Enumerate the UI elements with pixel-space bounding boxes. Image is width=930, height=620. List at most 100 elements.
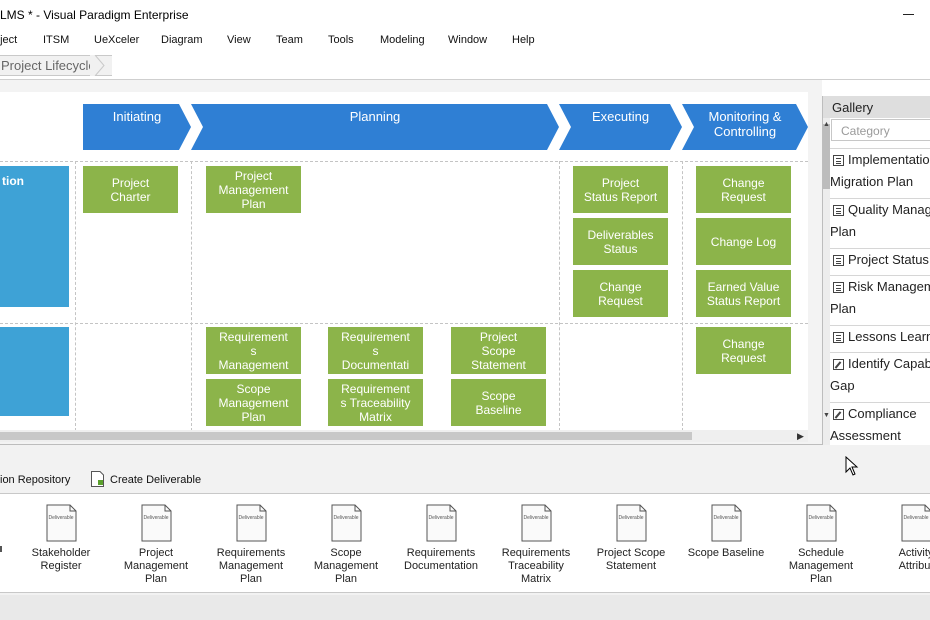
gallery-scrollbar[interactable] bbox=[823, 118, 830, 445]
gallery-item-label: Quality Manag bbox=[848, 202, 930, 217]
task-change-request[interactable]: Change Request bbox=[573, 270, 668, 317]
menu-diagram[interactable]: Diagram bbox=[161, 34, 203, 46]
lane-divider bbox=[0, 323, 808, 324]
status-bar bbox=[0, 595, 930, 620]
mouse-cursor-icon bbox=[845, 456, 859, 476]
scroll-down-icon[interactable]: ▼ bbox=[823, 412, 830, 419]
task-project-scope-statement[interactable]: Project Scope Statement bbox=[451, 327, 546, 374]
gallery-item[interactable]: Implementation Migration Plan bbox=[830, 148, 930, 193]
task-project-status-report[interactable]: Project Status Report bbox=[573, 166, 668, 213]
gallery-scrollbar-thumb[interactable] bbox=[823, 124, 830, 189]
gallery-item-label-cont: Migration Plan bbox=[830, 174, 914, 189]
gallery-item-label: Compliance bbox=[848, 406, 917, 421]
column-divider bbox=[75, 161, 76, 430]
svg-text:Deliverable: Deliverable bbox=[808, 515, 833, 521]
diagram-page: Initiating Planning Executing Monitoring… bbox=[0, 92, 808, 430]
deliverable-icon: Deliverable bbox=[328, 504, 364, 542]
task-change-request[interactable]: Change Request bbox=[696, 327, 791, 374]
menu-view[interactable]: View bbox=[227, 34, 251, 46]
task-change-log[interactable]: Change Log bbox=[696, 218, 791, 265]
task-deliverables-status[interactable]: Deliverables Status bbox=[573, 218, 668, 265]
menu-modeling[interactable]: Modeling bbox=[380, 34, 425, 46]
gallery-item[interactable]: Risk Managem Plan bbox=[830, 275, 930, 320]
column-divider bbox=[191, 161, 192, 430]
scrollbar-thumb[interactable] bbox=[0, 432, 692, 440]
deliverable-label: Scope Baseline bbox=[687, 547, 765, 559]
phase-planning[interactable]: Planning bbox=[191, 104, 559, 150]
breadcrumb-item-project-lifecycle[interactable]: Project Lifecycle bbox=[0, 55, 112, 76]
deliverable-label: Activity Attribut bbox=[898, 547, 930, 572]
phase-initiating[interactable]: Initiating bbox=[83, 104, 191, 150]
gallery-item-label-cont: Plan bbox=[830, 224, 857, 239]
phase-executing[interactable]: Executing bbox=[559, 104, 682, 150]
lane-header[interactable] bbox=[0, 327, 69, 416]
horizontal-scrollbar[interactable]: ▶ bbox=[0, 430, 808, 442]
phase-label: Planning bbox=[349, 109, 401, 124]
diagram-canvas[interactable]: Initiating Planning Executing Monitoring… bbox=[0, 80, 822, 445]
menu-team[interactable]: Team bbox=[276, 34, 303, 46]
menu-bar: oject ITSM UeXceler Diagram View Team To… bbox=[0, 30, 930, 52]
gallery-panel: Gallery ▲ ▼ Category Implementation Migr… bbox=[822, 96, 930, 445]
gallery-item[interactable]: Quality Manag Plan bbox=[830, 198, 930, 243]
deliverable-label: Requirements Traceability Matrix bbox=[501, 547, 571, 585]
svg-text:Deliverable: Deliverable bbox=[238, 515, 263, 521]
deliverable-icon: Deliverable bbox=[423, 504, 459, 542]
gallery-category-search[interactable]: Category bbox=[831, 119, 930, 141]
menu-tools[interactable]: Tools bbox=[328, 34, 354, 46]
create-deliverable-button[interactable]: Create Deliverable bbox=[110, 474, 202, 486]
gallery-item[interactable]: Project Status bbox=[830, 248, 930, 271]
lane-header[interactable]: tion bbox=[0, 166, 69, 307]
list-icon bbox=[833, 331, 844, 343]
menu-project[interactable]: oject bbox=[0, 34, 18, 46]
gallery-item[interactable]: Compliance Assessment bbox=[830, 402, 930, 445]
list-icon bbox=[833, 281, 844, 293]
task-project-charter[interactable]: Project Charter bbox=[83, 166, 178, 213]
gallery-item[interactable]: Lessons Learn bbox=[830, 325, 930, 348]
gallery-item[interactable]: Identify Capab Gap bbox=[830, 352, 930, 397]
svg-text:Deliverable: Deliverable bbox=[48, 515, 73, 521]
gallery-item-label: Project Status bbox=[848, 252, 929, 267]
deliverable-label: Schedule Management Plan bbox=[788, 547, 854, 585]
menu-window[interactable]: Window bbox=[448, 34, 488, 46]
gallery-item-label: Implementation bbox=[848, 152, 930, 167]
bottom-panel: ion Repository Create Deliverable Delive… bbox=[0, 445, 930, 620]
task-requirements-management[interactable]: Requirement s Management bbox=[206, 327, 301, 374]
scroll-up-icon[interactable]: ▲ bbox=[823, 121, 830, 128]
task-scope-management-plan[interactable]: Scope Management Plan bbox=[206, 379, 301, 426]
menu-uexceler[interactable]: UeXceler bbox=[94, 34, 140, 46]
task-requirements-traceability-matrix[interactable]: Requirement s Traceability Matrix bbox=[328, 379, 423, 426]
title-bar: LMS * - Visual Paradigm Enterprise bbox=[0, 0, 930, 30]
phase-monitoring-controlling[interactable]: Monitoring & Controlling bbox=[682, 104, 808, 150]
list-icon bbox=[833, 154, 844, 166]
deliverable-label: Scope Management Plan bbox=[313, 547, 379, 585]
task-requirements-documentation[interactable]: Requirement s Documentati bbox=[328, 327, 423, 374]
menu-help[interactable]: Help bbox=[512, 34, 535, 46]
gallery-item-label: Lessons Learn bbox=[848, 329, 930, 344]
lane-label: tion bbox=[2, 174, 24, 188]
minimize-icon[interactable] bbox=[898, 4, 918, 24]
svg-text:Deliverable: Deliverable bbox=[428, 515, 453, 521]
task-change-request[interactable]: Change Request bbox=[696, 166, 791, 213]
create-deliverable-icon[interactable] bbox=[91, 471, 104, 487]
bottom-toolbar: ion Repository Create Deliverable bbox=[0, 467, 930, 491]
svg-text:Deliverable: Deliverable bbox=[523, 515, 548, 521]
task-scope-baseline[interactable]: Scope Baseline bbox=[451, 379, 546, 426]
scroll-right-icon[interactable]: ▶ bbox=[797, 431, 804, 441]
gallery-item-label-cont: Assessment bbox=[830, 428, 901, 443]
task-project-management-plan[interactable]: Project Management Plan bbox=[206, 166, 301, 213]
task-earned-value-status-report[interactable]: Earned Value Status Report bbox=[696, 270, 791, 317]
repository-button[interactable]: ion Repository bbox=[0, 474, 71, 486]
deliverable-icon: Deliverable bbox=[518, 504, 554, 542]
menu-itsm[interactable]: ITSM bbox=[43, 34, 70, 46]
